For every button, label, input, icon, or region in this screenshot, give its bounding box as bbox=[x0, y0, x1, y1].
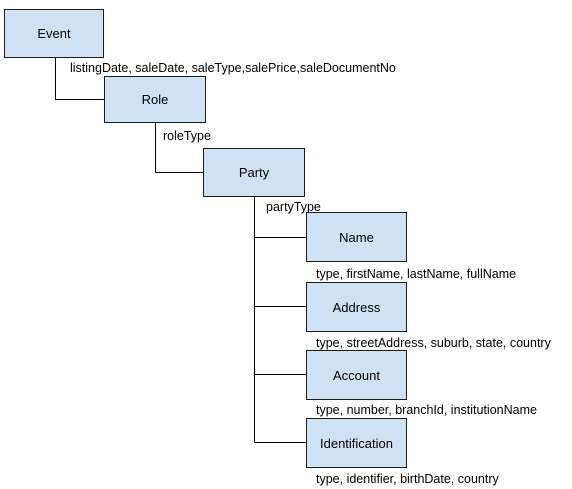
account-node: Account bbox=[306, 350, 407, 400]
name-node: Name bbox=[306, 212, 407, 262]
party-attributes: partyType bbox=[266, 200, 321, 214]
identification-attributes: type, identifier, birthDate, country bbox=[316, 472, 499, 486]
address-attributes: type, streetAddress, suburb, state, coun… bbox=[316, 336, 551, 350]
party-node: Party bbox=[203, 148, 305, 197]
event-node: Event bbox=[4, 9, 104, 58]
role-node: Role bbox=[104, 76, 206, 123]
role-attributes: roleType bbox=[163, 129, 211, 143]
connector-event-role bbox=[55, 58, 104, 100]
address-node: Address bbox=[306, 282, 407, 332]
name-attributes: type, firstName, lastName, fullName bbox=[316, 267, 517, 281]
connector-role-party bbox=[155, 122, 203, 173]
event-attributes: listingDate, saleDate, saleType,salePric… bbox=[70, 61, 396, 75]
account-attributes: type, number, branchId, institutionName bbox=[316, 403, 537, 417]
identification-node: Identification bbox=[306, 418, 407, 468]
